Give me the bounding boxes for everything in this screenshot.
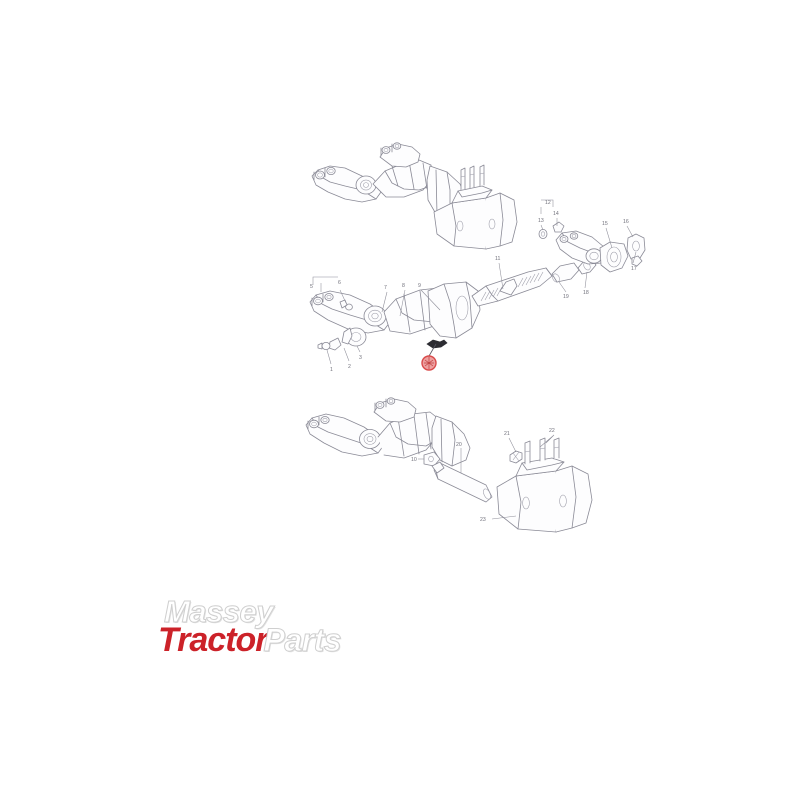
svg-text:18: 18 — [583, 290, 589, 296]
middle-end-plate — [626, 233, 646, 267]
svg-text:2: 2 — [348, 364, 351, 370]
svg-text:3: 3 — [359, 355, 362, 361]
svg-text:9: 9 — [418, 283, 421, 289]
middle-cam-boss — [427, 281, 481, 339]
middle-callout-numbers: 1 2 3 5 6 7 8 9 11 12 13 14 15 16 17 18 … — [310, 200, 637, 373]
svg-text:5: 5 — [310, 284, 313, 290]
middle-right-boss — [599, 241, 629, 273]
upper-cylinder-housing — [433, 164, 518, 250]
lower-top-bracket — [373, 397, 417, 423]
lower-leader-lines — [418, 434, 555, 520]
svg-text:17: 17 — [631, 266, 637, 272]
lower-knuckle — [359, 429, 381, 449]
lower-piston-rod — [431, 461, 493, 503]
svg-text:10: 10 — [411, 457, 417, 463]
middle-small-parts — [538, 221, 565, 239]
svg-text:7: 7 — [384, 285, 387, 291]
svg-text:15: 15 — [602, 221, 608, 227]
svg-text:20: 20 — [456, 442, 462, 448]
svg-text:23: 23 — [480, 517, 486, 523]
lower-cylinder-housing — [496, 437, 593, 533]
svg-text:21: 21 — [504, 431, 510, 437]
selected-part-marker-hatch — [424, 357, 434, 369]
svg-text:11: 11 — [495, 256, 500, 262]
middle-leader-lines — [312, 199, 637, 365]
lower-main-body — [423, 415, 471, 467]
highlight-leader-line — [428, 343, 437, 357]
middle-highlight-group[interactable] — [421, 339, 448, 371]
view-lower-assembly: 20 21 22 23 10 — [305, 397, 593, 533]
upper-knuckle — [355, 175, 377, 195]
view-upper-assembly — [311, 142, 518, 250]
svg-text:12: 12 — [545, 200, 551, 206]
svg-text:14: 14 — [553, 211, 559, 217]
svg-text:8: 8 — [402, 283, 405, 289]
middle-arm-eye — [363, 305, 387, 327]
svg-text:16: 16 — [623, 219, 629, 225]
svg-text:19: 19 — [563, 294, 569, 300]
svg-text:13: 13 — [538, 218, 544, 224]
middle-splined-shaft — [471, 267, 553, 307]
middle-lower-small-parts — [317, 327, 367, 351]
svg-text:22: 22 — [549, 428, 555, 434]
lower-centre-link — [377, 411, 441, 459]
lower-callout-numbers: 20 21 22 23 10 — [411, 428, 555, 523]
svg-text:1: 1 — [330, 367, 333, 373]
view-middle-exploded: 1 2 3 5 6 7 8 9 11 12 13 14 15 16 17 18 … — [309, 199, 646, 373]
svg-text:6: 6 — [338, 280, 341, 286]
upper-top-bracket — [379, 142, 421, 168]
